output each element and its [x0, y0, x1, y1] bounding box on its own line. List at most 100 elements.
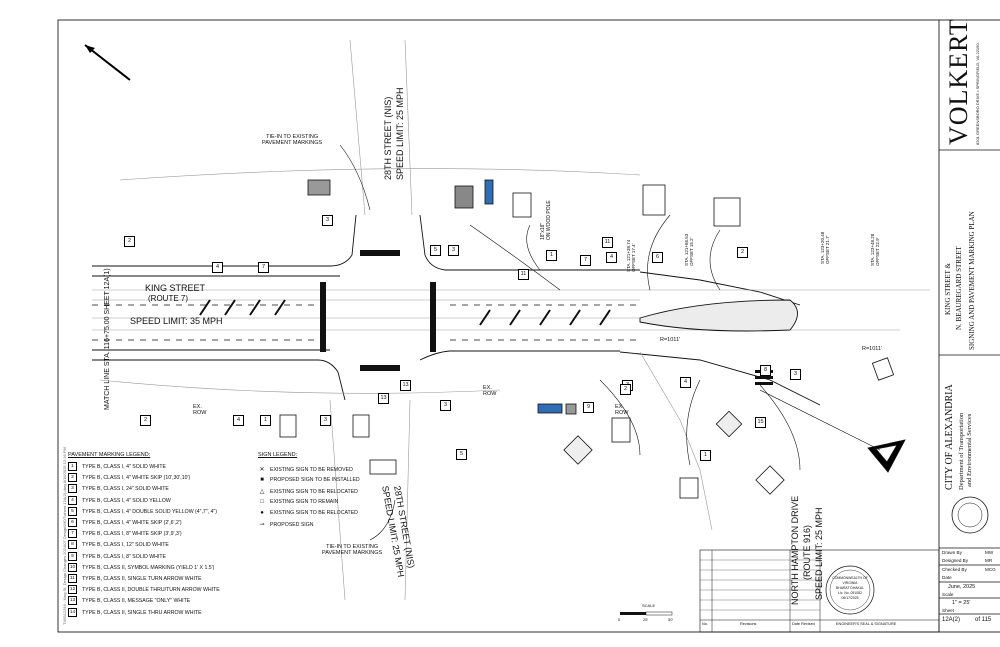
- legend-number: 9: [68, 551, 77, 561]
- legend-number: 11: [68, 574, 77, 583]
- plan-marker: 2: [124, 236, 135, 247]
- plan-marker: 2: [140, 415, 151, 426]
- legend-number: 8: [68, 540, 77, 550]
- plan-marker: 1: [700, 450, 711, 461]
- radius-label: R=1011': [660, 337, 681, 343]
- legend-text: TYPE B, CLASS I, 4" WHITE SKIP (10',30',…: [82, 475, 191, 482]
- legend-number: 5: [68, 506, 77, 516]
- plan-marker: 13: [400, 380, 411, 391]
- wood-pole-callout: 18"x18"ON WOOD POLE: [540, 200, 552, 240]
- sign-legend-text: EXISTING SIGN TO BE RELOCATED: [270, 510, 358, 516]
- legend-item: 10 TYPE B, CLASS II, SYMBOL MARKING (YIEL…: [68, 562, 215, 572]
- sign-legend-item: ● EXISTING SIGN TO BE RELOCATED: [258, 510, 358, 516]
- rev-header-seal: ENGINEER'S SEAL & SIGNATURE: [836, 622, 897, 626]
- plan-marker: 4: [606, 252, 617, 263]
- designed-by-value: MR: [985, 558, 993, 563]
- north-hampton-speed: SPEED LIMIT: 25 MPH: [814, 507, 824, 600]
- sign-symbol-icon: ■: [260, 477, 264, 483]
- legend-number: 1: [68, 462, 77, 471]
- king-street-label: KING STREET: [145, 283, 206, 293]
- legend-number: 6: [68, 518, 77, 527]
- sheet-number: 12A(2): [942, 617, 961, 623]
- king-route-label: (ROUTE 7): [148, 294, 188, 303]
- plan-marker: 4: [680, 377, 691, 388]
- sign-symbol-icon: △: [259, 489, 265, 495]
- project-line2: N. BEAUREGARD STREET: [955, 246, 963, 330]
- sign-legend-title: SIGN LEGEND:: [258, 452, 298, 458]
- legend-number: 10: [68, 562, 77, 572]
- match-line-label: MATCH LINE STA. 116+75.00 SHEET 12A(1): [104, 268, 111, 410]
- plan-marker: 7: [580, 255, 591, 266]
- legend-number: 7: [68, 529, 77, 539]
- north-hampton-route: (ROUTE 916): [802, 524, 812, 580]
- plan-marker: 9: [583, 402, 594, 413]
- scale-label: SCALE: [642, 603, 656, 608]
- sign-legend-text: EXISTING SIGN TO BE RELOCATED: [270, 489, 358, 495]
- plan-marker: 2: [620, 384, 631, 395]
- plan-marker: 8: [760, 365, 771, 376]
- project-line1: KING STREET &: [944, 263, 952, 315]
- sign-symbol-icon: ⊸: [259, 522, 265, 528]
- sign-legend-item: ■PROPOSED SIGN TO BE INSTALLED: [258, 477, 359, 483]
- ex-row-left: EX.ROW: [193, 404, 207, 416]
- scale-tick-0: 0: [618, 617, 621, 622]
- checked-by-label: Checked By: [942, 567, 967, 572]
- legend-item: 11 TYPE B, CLASS II, SINGLE TURN ARROW WH…: [68, 574, 202, 583]
- scale-tick-50: 50': [668, 617, 674, 622]
- plan-marker: 3: [448, 245, 459, 256]
- sign-legend-text: EXISTING SIGN TO REMAIN: [270, 499, 339, 505]
- sign-symbol-icon: ●: [260, 510, 264, 516]
- rev-header-no: No.: [702, 622, 708, 626]
- plan-marker: 4: [212, 262, 223, 273]
- designed-by-label: Designed By: [942, 558, 969, 563]
- 28th-north-name: 28TH STREET (NIS): [383, 96, 393, 180]
- legend-text: TYPE B, CLASS II, DOUBLE THRU/TURN ARROW…: [82, 587, 220, 594]
- legend-text: TYPE B, CLASS I, 24" SOLID WHITE: [82, 486, 169, 493]
- legend-item: 7 TYPE B, CLASS I, 8" WHITE SKIP (3',9',3…: [68, 529, 182, 539]
- plan-marker: 5: [456, 449, 467, 460]
- pavement-legend-title: PAVEMENT MARKING LEGEND:: [68, 452, 151, 458]
- legend-text: TYPE B, CLASS I, 4" SOLID YELLOW: [82, 497, 171, 504]
- plan-marker: 7: [258, 262, 269, 273]
- plan-marker: 3: [790, 369, 801, 380]
- legend-number: 13: [68, 596, 77, 606]
- legend-text: TYPE B, CLASS I, 8" WHITE SKIP (3',9',3'…: [82, 531, 182, 538]
- sign-legend-item: △ EXISTING SIGN TO BE RELOCATED: [258, 488, 358, 495]
- date-value: June, 2025: [948, 584, 976, 590]
- legend-item: 6 TYPE B, CLASS I, 4" WHITE SKIP (2',6',2…: [68, 518, 182, 527]
- date-label: Date: [942, 575, 952, 580]
- city-name: CITY OF ALEXANDRIA: [944, 384, 955, 490]
- dept-line1: Department of Transportation: [958, 412, 965, 490]
- legend-text: TYPE B, CLASS I, 4" WHITE SKIP (2',6',2'…: [82, 519, 182, 526]
- sign-legend-item: ✕EXISTING SIGN TO BE REMOVED: [258, 466, 353, 473]
- rev-header-revisions: Revisions: [740, 622, 757, 626]
- sign-legend-text: EXISTING SIGN TO BE REMOVED: [270, 467, 353, 473]
- ex-row-mid: EX.ROW: [483, 385, 497, 397]
- sheet-title: SIGNING AND PAVEMENT MARKING PLAN: [968, 211, 976, 350]
- king-speed-label: SPEED LIMIT: 35 MPH: [130, 316, 223, 326]
- legend-number: 4: [68, 495, 77, 505]
- firm-logo: VOLKERT: [944, 18, 973, 145]
- legend-text: TYPE B, CLASS II, SINGLE TURN ARROW WHIT…: [82, 575, 202, 582]
- plan-marker: 15: [755, 417, 766, 428]
- legend-text: TYPE B, CLASS II, SYMBOL MARKING (YIELD …: [82, 564, 215, 571]
- file-path-note: T:\85\12316 - King St. Design Changes 20…: [62, 447, 67, 625]
- plan-marker: 5: [430, 245, 441, 256]
- drawn-by-label: Drawn By: [942, 550, 962, 555]
- legend-number: 14: [68, 607, 77, 617]
- 28th-north-speed: SPEED LIMIT: 25 MPH: [395, 87, 405, 180]
- plan-marker: 11: [602, 237, 613, 248]
- north-hampton-name: NORTH HAMPTON DRIVE: [790, 495, 800, 605]
- plan-marker: 2: [737, 247, 748, 258]
